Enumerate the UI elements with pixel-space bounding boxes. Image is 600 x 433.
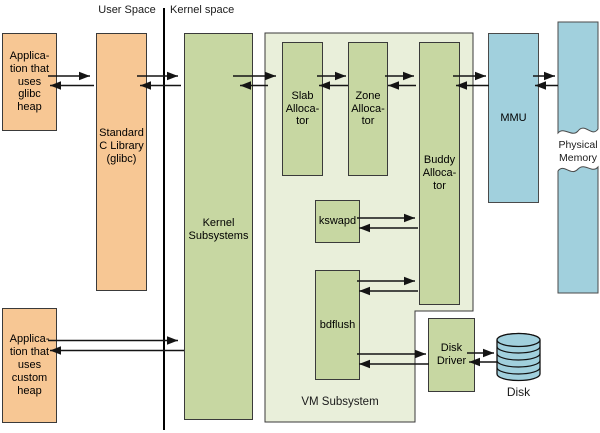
kswapd-box: kswapd: [315, 200, 360, 243]
arrow: [456, 81, 489, 90]
user-space-label: User Space: [98, 4, 156, 16]
arrow: [48, 336, 178, 345]
buddy-allocator-box: Buddy Alloca- tor: [419, 42, 460, 305]
zone-allocator-box: Zone Alloca- tor: [348, 42, 388, 176]
disk-driver-box: Disk Driver: [428, 318, 475, 392]
disk-cylinder-icon: [496, 332, 541, 382]
arrow: [359, 359, 429, 369]
physical-memory-label: Physical Memory: [558, 139, 598, 164]
arrow: [319, 81, 348, 90]
arrow: [388, 81, 416, 90]
physical-memory-upper-segment: [557, 21, 599, 135]
arrow: [357, 213, 415, 223]
standard-c-library-box: Standard C Library (glibc): [96, 33, 147, 291]
application-custom-heap-box: Applica- tion that uses custom heap: [2, 308, 57, 423]
disk-label: Disk: [506, 385, 531, 399]
arrow: [50, 346, 184, 355]
vm-subsystem-label: VM Subsystem: [301, 396, 379, 408]
kernel-subsystems-box: Kernel Subsystems: [184, 33, 253, 420]
physical-memory-lower-segment: [557, 165, 599, 294]
kernel-space-label: Kernel space: [170, 4, 235, 16]
bdflush-box: bdflush: [315, 270, 360, 380]
arrow: [385, 71, 414, 81]
mmu-box: MMU: [488, 33, 539, 203]
arrow: [359, 223, 418, 233]
arrow: [359, 286, 418, 296]
arrow: [357, 276, 415, 286]
slab-allocator-box: Slab Alloca- tor: [282, 42, 323, 176]
application-glibc-heap-box: Applica- tion that uses glibc heap: [2, 33, 57, 131]
arrow: [357, 349, 426, 359]
